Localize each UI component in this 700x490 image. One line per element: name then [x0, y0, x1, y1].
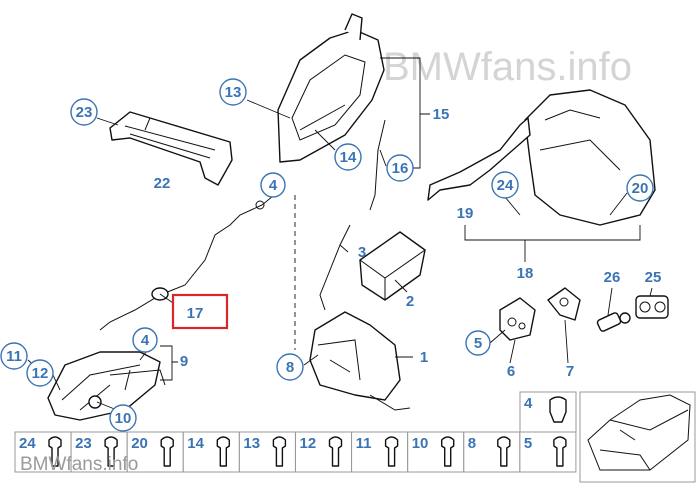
- svg-text:14: 14: [340, 149, 357, 166]
- part-19-gasket: [427, 117, 531, 201]
- part-20-handle: [427, 89, 656, 226]
- part-16-rod: [369, 119, 386, 211]
- part-11-handle: [47, 351, 166, 421]
- svg-text:10: 10: [115, 410, 132, 427]
- callout-9: 9: [180, 353, 188, 370]
- callout-1: 1: [420, 349, 428, 366]
- watermark-bottom: BMWfans.info: [20, 454, 138, 475]
- fastener-icon: [216, 436, 230, 467]
- fastener-icon: [384, 436, 399, 467]
- svg-text:4: 4: [524, 395, 533, 412]
- hardware-strip: 4 24 23 20 14 13 12 11 10 8 5: [14, 391, 696, 483]
- callout-14: 14: [334, 143, 362, 171]
- svg-text:5: 5: [524, 435, 532, 452]
- svg-text:24: 24: [497, 177, 514, 194]
- callout-8: 8: [276, 353, 304, 381]
- svg-text:12: 12: [300, 435, 317, 452]
- callout-6: 6: [507, 363, 515, 380]
- callout-16: 16: [386, 154, 414, 182]
- svg-text:14: 14: [187, 435, 204, 452]
- part-13-housing: [277, 13, 385, 163]
- svg-text:4: 4: [269, 177, 278, 194]
- hardware-cell-24: 24: [14, 431, 72, 473]
- svg-text:11: 11: [6, 348, 22, 365]
- svg-text:23: 23: [76, 104, 93, 121]
- part-7-plate: [547, 287, 581, 321]
- svg-text:17: 17: [187, 305, 204, 322]
- hardware-cell-8: 8: [463, 431, 521, 473]
- svg-text:8: 8: [286, 359, 294, 376]
- callout-12: 12: [26, 359, 54, 387]
- svg-text:13: 13: [225, 84, 242, 101]
- hardware-cell-10: 10: [407, 431, 465, 473]
- fastener-icon: [497, 436, 511, 467]
- svg-text:24: 24: [19, 435, 36, 452]
- watermark-top: BMWfans.info: [383, 45, 632, 89]
- callout-11: 11: [0, 342, 28, 370]
- callout-25: 25: [645, 269, 662, 286]
- callout-24: 24: [491, 171, 519, 199]
- callout-5: 5: [465, 330, 491, 356]
- fastener-icon: [441, 436, 455, 467]
- callout-4-upper: 4: [260, 172, 286, 198]
- svg-text:12: 12: [32, 365, 49, 382]
- hardware-cell-20: 20: [126, 431, 184, 473]
- svg-text:20: 20: [632, 180, 649, 197]
- svg-text:23: 23: [75, 435, 92, 452]
- svg-text:10: 10: [412, 435, 429, 452]
- hardware-cell-23: 23: [70, 431, 128, 473]
- svg-text:11: 11: [356, 435, 372, 452]
- part-22-bracket: [109, 111, 233, 186]
- callout-20: 20: [626, 174, 654, 202]
- callout-15: 15: [433, 106, 450, 123]
- callout-13: 13: [219, 78, 247, 106]
- callout-7: 7: [566, 363, 574, 380]
- part-3-rod: [319, 224, 351, 311]
- fastener-icon: [48, 436, 62, 467]
- fastener-icon: [272, 436, 287, 467]
- callout-23: 23: [70, 98, 98, 126]
- callout-10: 10: [109, 404, 137, 432]
- fastener-icon: [328, 436, 343, 467]
- svg-text:16: 16: [392, 160, 409, 177]
- part-25-cylinder: [635, 295, 669, 319]
- callout-26: 26: [604, 269, 621, 286]
- part-6-bracket: [499, 297, 536, 341]
- svg-text:13: 13: [243, 435, 260, 452]
- hardware-cell-13: 13: [238, 431, 296, 473]
- hardware-cell-14: 14: [182, 431, 240, 473]
- part-1-lock: [309, 311, 411, 411]
- callout-4-lower: 4: [132, 327, 158, 353]
- svg-text:5: 5: [474, 335, 482, 352]
- callout-22: 22: [154, 175, 171, 192]
- callout-19: 19: [457, 205, 474, 222]
- svg-text:4: 4: [141, 332, 150, 349]
- svg-text:8: 8: [468, 435, 476, 452]
- callout-18: 18: [517, 265, 534, 282]
- svg-text:20: 20: [131, 435, 148, 452]
- fastener-icon: [104, 436, 118, 467]
- callout-2: 2: [406, 293, 414, 310]
- part-26-pin: [596, 312, 631, 332]
- vehicle-thumbnail: [579, 391, 696, 483]
- hardware-cell-12: 12: [295, 431, 352, 473]
- callout-17-highlighted: 17: [171, 293, 229, 330]
- fastener-icon: [553, 436, 567, 467]
- hardware-cell-5: 5: [519, 431, 577, 473]
- callout-3: 3: [358, 244, 366, 261]
- part-2-actuator: [359, 231, 426, 301]
- hardware-cell-11: 11: [351, 431, 409, 473]
- fastener-icon: [160, 436, 174, 467]
